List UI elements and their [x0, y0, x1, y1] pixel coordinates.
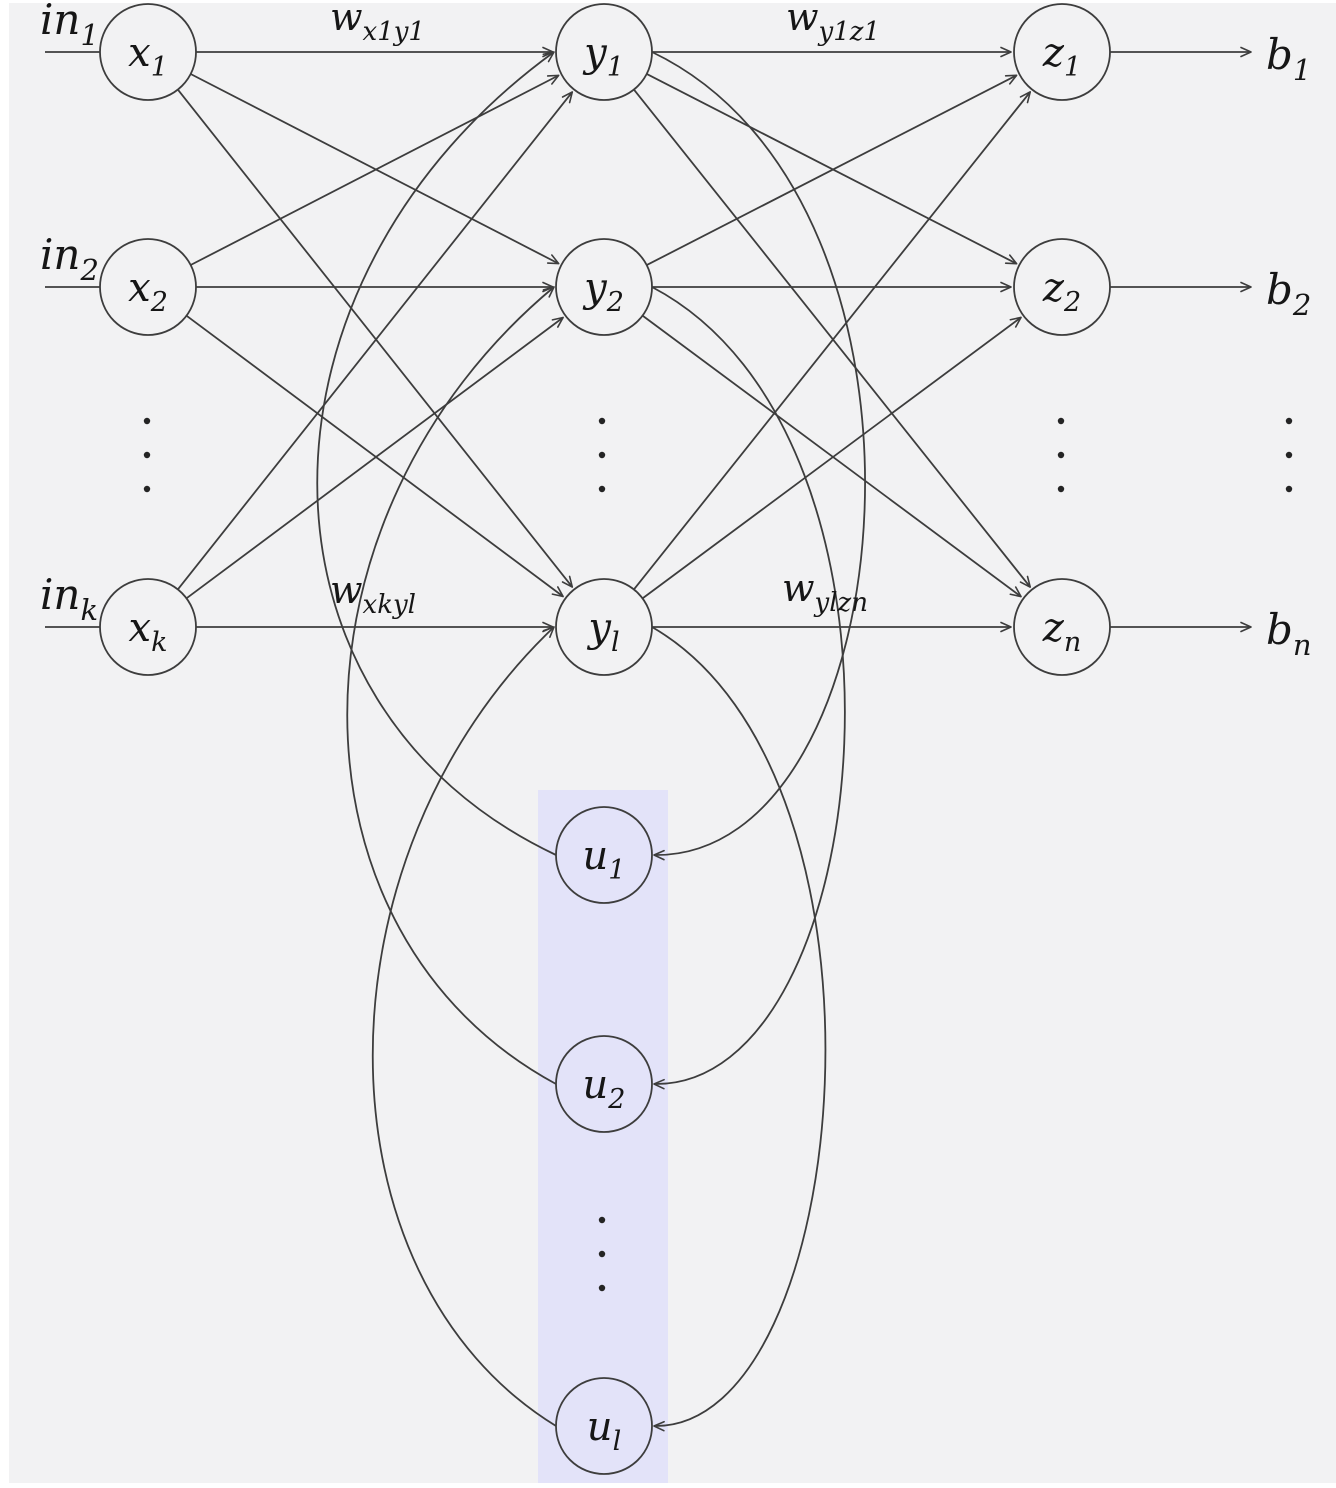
ellipsis-dots-input-layer	[143, 451, 151, 459]
edge-y2-zn	[642, 314, 1022, 598]
ellipsis-dots-hidden-layer	[598, 417, 606, 425]
node-label-y2: y2	[582, 265, 624, 318]
node-label-ul: ul	[587, 1404, 621, 1457]
node-label-z2: z2	[1042, 265, 1081, 318]
output-label-b2: b2	[1266, 265, 1311, 322]
ellipsis-dots-output-labels	[1285, 451, 1293, 459]
ellipsis-dots-context-layer	[598, 1284, 606, 1292]
node-label-y1: y1	[582, 30, 624, 83]
weight-label-w-x1y1: wx1y1	[330, 0, 425, 47]
node-circle-yl	[555, 578, 653, 676]
weight-label-w-y1z1: wy1z1	[786, 0, 880, 47]
node-circle-zn	[1013, 578, 1111, 676]
edge-xk-y1	[177, 91, 574, 590]
node-circle-u1	[555, 806, 653, 904]
ellipsis-dots-output-layer	[1057, 485, 1065, 493]
edge-y1-zn	[633, 88, 1032, 588]
weight-label-w-xkyl: wxkyl	[330, 568, 416, 620]
diagram-background	[9, 3, 1336, 1483]
node-circle-xk	[99, 578, 197, 676]
feedback-arc-u1-y1	[316, 51, 557, 856]
feedback-arc-ul-yl	[371, 626, 557, 1427]
edge-y2-z1	[646, 74, 1018, 266]
feedback-arc-yl-ul	[651, 626, 827, 1432]
ellipsis-dots-input-layer	[143, 485, 151, 493]
ellipsis-dots-output-layer	[1057, 451, 1065, 459]
edge-x1-yl	[177, 89, 574, 588]
input-label-in1: in1	[40, 0, 99, 52]
feedback-arc-y2-u2	[651, 286, 846, 1090]
ellipsis-dots-output-labels	[1285, 417, 1293, 425]
node-circle-u2	[555, 1035, 653, 1133]
node-label-x1: x1	[128, 30, 168, 83]
output-label-bn: bn	[1266, 605, 1312, 662]
weight-label-w-ylzn: wylzn	[782, 566, 868, 618]
edge-x2-yl	[185, 314, 564, 598]
input-label-in2: in2	[40, 230, 99, 287]
node-circle-y2	[555, 238, 653, 336]
edge-x2-y1	[190, 74, 560, 266]
ellipsis-dots-output-layer	[1057, 417, 1065, 425]
feedback-arc-u2-y2	[346, 286, 557, 1085]
node-label-x2: x2	[128, 265, 168, 318]
node-label-u1: u1	[583, 833, 626, 886]
ellipsis-dots-context-layer	[598, 1216, 606, 1224]
node-circle-y1	[555, 3, 653, 101]
edge-yl-z1	[633, 91, 1032, 591]
edge-yl-z2	[642, 316, 1022, 600]
edge-xk-y2	[185, 316, 564, 600]
ellipsis-dots-context-layer	[598, 1250, 606, 1258]
node-label-u2: u2	[583, 1062, 626, 1115]
node-circle-x1	[99, 3, 197, 101]
feedback-arc-y1-u1	[651, 51, 866, 861]
node-circle-z2	[1013, 238, 1111, 336]
context-units-highlight-band	[538, 790, 668, 1483]
ellipsis-dots-hidden-layer	[598, 451, 606, 459]
input-label-ink: ink	[40, 570, 98, 627]
ellipsis-dots-output-labels	[1285, 485, 1293, 493]
node-label-yl: yl	[586, 605, 619, 658]
node-circle-x2	[99, 238, 197, 336]
node-label-z1: z1	[1042, 30, 1081, 83]
edge-x1-y2	[190, 73, 560, 265]
edge-y1-z2	[646, 73, 1018, 265]
node-label-xk: xk	[129, 605, 168, 658]
node-circle-z1	[1013, 3, 1111, 101]
ellipsis-dots-hidden-layer	[598, 485, 606, 493]
output-label-b1: b1	[1266, 30, 1311, 87]
node-label-zn: zn	[1042, 605, 1081, 658]
ellipsis-dots-input-layer	[143, 417, 151, 425]
node-circle-ul	[555, 1377, 653, 1475]
